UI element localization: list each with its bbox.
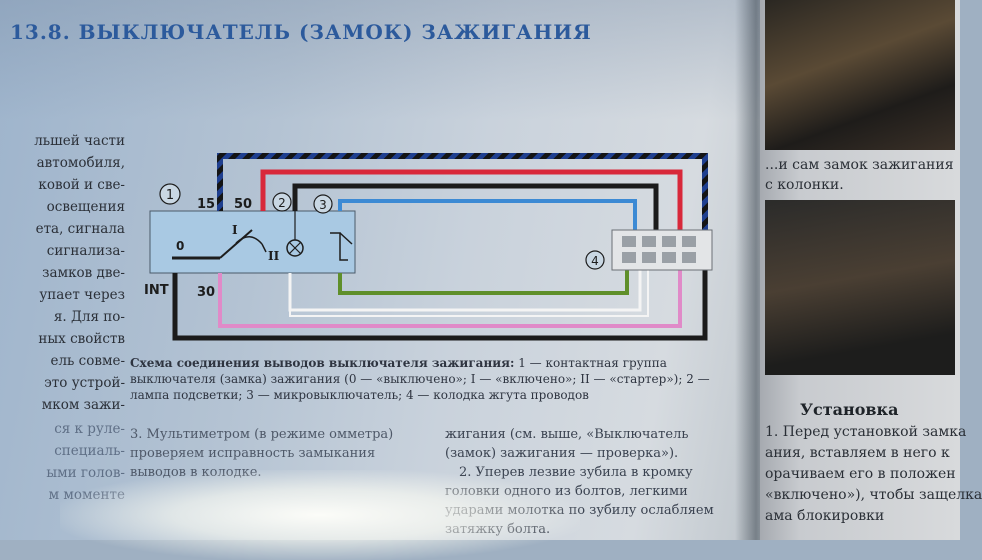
switch-body <box>149 210 356 274</box>
left-text-line: ковой и све- <box>38 177 125 193</box>
wiring-diagram: 1 2 3 4 15 50 30 INT 0 I II <box>144 153 713 341</box>
left-text-line: замков две- <box>42 265 125 281</box>
left-text-line: я. Для по- <box>53 309 125 325</box>
right-text-line: ания, вставляем в него к <box>765 445 950 461</box>
left-text-line: м моменте <box>48 487 125 503</box>
right-text-line: ама блокировки <box>765 508 885 524</box>
callout-3 <box>313 194 333 214</box>
wire-black-bottom <box>172 263 708 341</box>
wire-red <box>260 169 683 236</box>
left-text-line: ета, сигнала <box>35 221 125 237</box>
microswitch-contact <box>339 232 353 245</box>
position-ii-label: II <box>268 249 280 263</box>
caption-text: 1 — контактная группа выключателя (замка… <box>130 356 710 402</box>
wire-white <box>288 263 642 312</box>
position-0-label: 0 <box>176 239 184 253</box>
section-heading: 13.8. ВЫКЛЮЧАТЕЛЬ (ЗАМОК) ЗАЖИГАНИЯ <box>10 20 592 44</box>
photo-ignition-lock <box>765 0 955 150</box>
left-text-line: освещения <box>46 199 125 215</box>
callout-4 <box>585 250 605 270</box>
left-text-column: льшей части автомобиля, ковой и све-освеще… <box>0 130 125 416</box>
left-text-line: это устрой- <box>44 375 125 391</box>
callout-3-label: 3 <box>319 198 327 212</box>
wire-black <box>292 183 659 236</box>
switch-terminal-ii <box>261 243 267 253</box>
callout-1-label: 1 <box>166 188 174 203</box>
left-text-line: ыми голов- <box>46 465 125 481</box>
left-text-line: ных свойств <box>38 331 125 347</box>
caption-title: Схема соединения выводов выключателя заж… <box>130 356 515 370</box>
body-text-right-column: жигания (см. выше, «Выключатель (замок) … <box>445 425 725 539</box>
installation-heading: Установка <box>800 400 899 419</box>
right-text-line: «включено»), чтобы защелка <box>765 487 982 503</box>
callout-4-label: 4 <box>591 254 599 268</box>
right-text-line: орачиваем его в положен <box>765 466 956 482</box>
terminal-50-label: 50 <box>234 197 252 212</box>
callout-2 <box>272 192 292 212</box>
left-text-line: льшей части <box>34 133 125 149</box>
photo-steering-column <box>765 200 955 375</box>
figure-caption: Схема соединения выводов выключателя заж… <box>130 355 720 403</box>
connector-pins <box>622 236 696 263</box>
left-text-line: мком зажи- <box>41 397 125 413</box>
wire-white-2 <box>289 263 649 317</box>
right-text-line: 1. Перед установкой замка <box>765 424 967 440</box>
callout-1 <box>159 183 181 205</box>
lamp-cross-b <box>288 241 302 255</box>
right-photo-caption: ...и сам замок зажигания с колонки. <box>765 157 954 193</box>
left-text-line: автомобиля, <box>36 155 125 171</box>
body-text-continued: жигания (см. выше, «Выключатель (замок) … <box>445 427 689 461</box>
wire-blue <box>338 199 637 236</box>
left-text-line: сигнализа- <box>46 243 125 259</box>
body-text-step-2: 2. Уперев лезвие зубила в кромку головки… <box>445 465 714 537</box>
wire-green <box>338 263 629 295</box>
page-shadow <box>0 0 760 120</box>
wire-striped <box>217 153 708 236</box>
terminal-30-label: 30 <box>197 285 215 300</box>
position-i-label: I <box>232 223 238 237</box>
left-text-line: упает через <box>39 287 125 303</box>
right-body-text: 1. Перед установкой замка ания, вставляем… <box>765 422 982 527</box>
left-text-line: ся к руле- <box>54 421 125 437</box>
terminal-int-label: INT <box>144 283 169 298</box>
switch-lever <box>219 229 253 259</box>
switch-arc <box>235 236 263 245</box>
terminal-15-label: 15 <box>197 197 215 212</box>
left-text-column-lower: ся к руле-специаль-ыми голов-м моменте <box>0 418 125 506</box>
callout-2-label: 2 <box>278 196 286 210</box>
microswitch-symbol <box>330 232 348 261</box>
wire-pink <box>218 263 682 328</box>
left-text-line: специаль- <box>54 443 125 459</box>
left-text-line: ель совме- <box>50 353 125 369</box>
body-text-step-3: 3. Мультиметром (в режиме омметра) прове… <box>130 427 394 480</box>
